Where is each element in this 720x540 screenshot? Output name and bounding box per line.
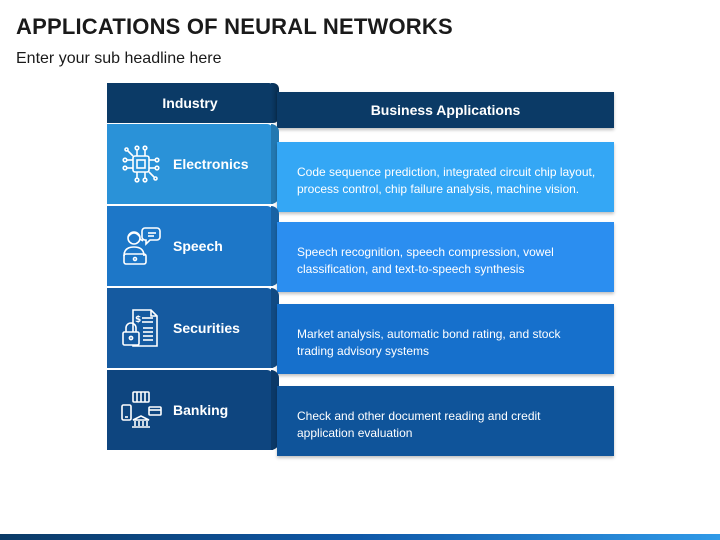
- secured-document-icon: $: [119, 306, 163, 350]
- industry-cell-securities: $ Securities: [107, 288, 273, 368]
- application-text: Code sequence prediction, integrated cir…: [297, 165, 596, 196]
- industry-cell-electronics: Electronics: [107, 124, 273, 204]
- application-cell-electronics: Code sequence prediction, integrated cir…: [277, 142, 614, 212]
- industry-label: Securities: [173, 320, 240, 336]
- industry-label: Banking: [173, 402, 229, 418]
- industry-column-header: Industry: [107, 83, 279, 123]
- svg-text:$: $: [135, 315, 141, 325]
- slide-subtitle: Enter your sub headline here: [16, 50, 222, 67]
- industry-label: Speech: [173, 238, 223, 254]
- application-text: Check and other document reading and cre…: [297, 409, 541, 440]
- slide-title: APPLICATIONS OF NEURAL NETWORKS: [16, 14, 453, 39]
- industry-cell-banking: Banking: [107, 370, 273, 450]
- application-cell-banking: Check and other document reading and cre…: [277, 386, 614, 456]
- business-column-header: Business Applications: [277, 92, 614, 128]
- circuit-chip-icon: [119, 142, 163, 186]
- industry-cell-speech: Speech: [107, 206, 273, 286]
- speaker-with-bubble-icon: [119, 224, 163, 268]
- application-text: Speech recognition, speech compression, …: [297, 245, 554, 276]
- application-cell-securities: Market analysis, automatic bond rating, …: [277, 304, 614, 374]
- banking-devices-icon: [119, 388, 163, 432]
- industry-label: Electronics: [173, 156, 249, 172]
- bottom-accent-bar: [0, 534, 720, 540]
- application-text: Market analysis, automatic bond rating, …: [297, 327, 561, 358]
- application-cell-speech: Speech recognition, speech compression, …: [277, 222, 614, 292]
